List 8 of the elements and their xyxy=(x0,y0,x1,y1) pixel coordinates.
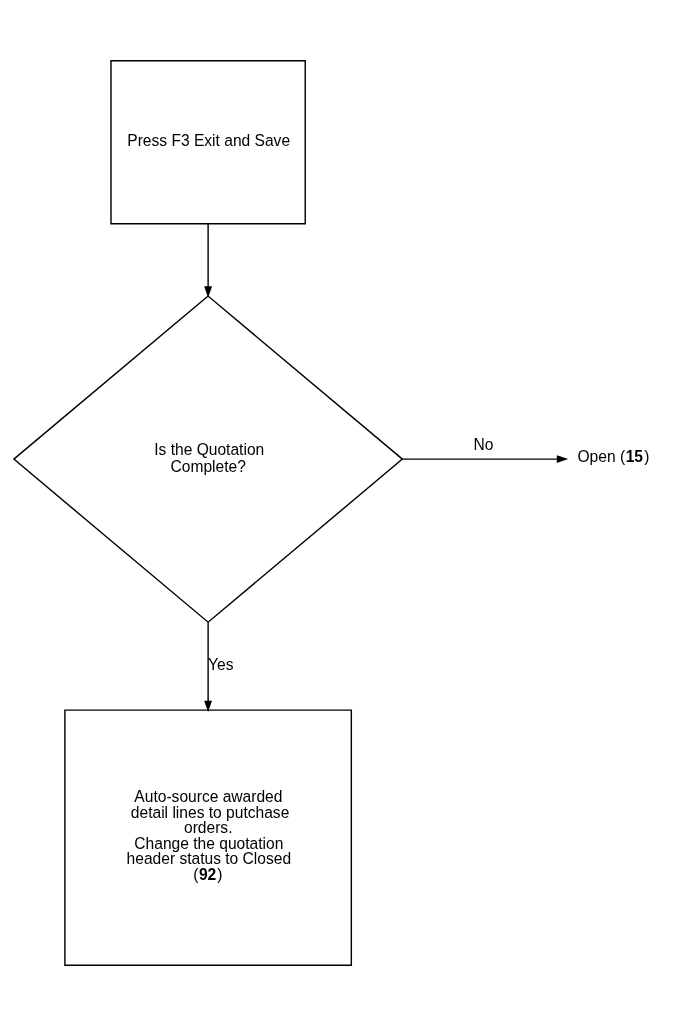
node-diamond: Is the Quotation Complete? xyxy=(12,295,404,624)
arrow xyxy=(401,455,569,464)
arrow xyxy=(204,621,213,712)
arrow xyxy=(204,223,213,298)
node-box: Auto-source awarded detail lines to putchase orders. Change the quotation header status to Closed (92) xyxy=(64,709,353,967)
node-text: Open (15) xyxy=(577,447,650,465)
node-box: Press F3 Exit and Save xyxy=(110,59,306,225)
edge-label: No xyxy=(473,436,494,454)
